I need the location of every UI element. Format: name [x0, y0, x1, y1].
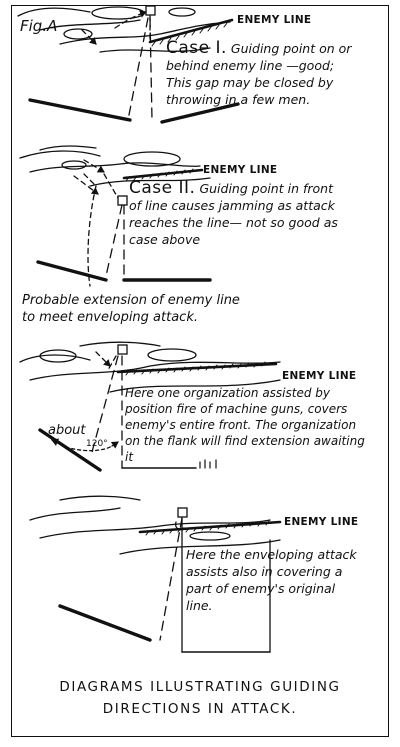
panel-3-text-line-1: Here one organization assisted by [125, 386, 331, 400]
panel-3-guiding-point [95, 344, 128, 371]
probable-extension-note: Probable extension of enemy line to meet… [22, 292, 240, 326]
panel-2-attack-lines [36, 204, 212, 282]
figure-label: Fig.A [20, 17, 58, 35]
panel-4-text-line-3: part of enemy's original [186, 581, 336, 596]
probable-extension-line-1: Probable extension of enemy line [22, 293, 240, 308]
panel-2-text-line-1: Guiding point in front [199, 181, 333, 196]
panel-2-note: Case II. Guiding point in front of line … [129, 180, 338, 248]
panel-2-text-line-2: of line causes jamming as attack [129, 198, 335, 213]
caption-line-1: DIAGRAMS ILLUSTRATING GUIDING [59, 679, 341, 695]
panel-3-text-line-5: it [125, 450, 134, 464]
panel-3-text-line-4: on the flank will find extension awaitin… [125, 434, 365, 448]
figure-caption: DIAGRAMS ILLUSTRATING GUIDING DIRECTIONS… [0, 676, 400, 720]
panel-4-text-line-4: line. [186, 598, 213, 613]
figure-frame [11, 5, 389, 737]
panel-2-text-line-4: case above [129, 232, 201, 247]
panel-4-enemy-line-label: ENEMY LINE [284, 516, 359, 528]
panel-1-enemy-line [148, 18, 234, 47]
panel-3-note: Here one organization assisted by positi… [125, 385, 365, 465]
panel-2-enemy-line-label: ENEMY LINE [203, 164, 278, 176]
about-label: about [48, 423, 86, 438]
panel-1-text-line-1: Guiding point on or [230, 41, 352, 56]
panel-3-enemy-line-label: ENEMY LINE [282, 370, 357, 382]
probable-extension-arrow [83, 173, 97, 287]
panel-4-text-line-1: Here the enveloping attack [186, 547, 357, 562]
panel-2-text-line-3: reaches the line— not so good as [129, 215, 338, 230]
panel-4-terrain [29, 495, 281, 555]
panel-3-text-line-3: enemy's entire front. The organization [125, 418, 357, 432]
panel-3-text-line-2: position fire of machine guns, covers [125, 402, 348, 416]
panel-2-enemy-line [122, 168, 204, 182]
panel-3-terrain [19, 341, 281, 393]
panel-2-terrain [19, 145, 211, 187]
panel-4-attack-lines [58, 517, 271, 653]
panel-2-case-label: Case II. [129, 178, 196, 198]
panel-4-text-line-2: assists also in covering a [186, 564, 343, 579]
panel-1-text-line-2: behind enemy line —good; [166, 58, 335, 73]
panel-3-enemy-line [116, 361, 278, 376]
caption-line-2: DIRECTIONS IN ATTACK. [102, 701, 298, 717]
panel-4-enemy-line [138, 520, 282, 536]
panel-2-guiding-point [73, 159, 128, 206]
panel-1-text-line-3: This gap may be closed by [166, 75, 334, 90]
panel-1-case-label: Case I. [166, 38, 227, 58]
angle-label: 120° [86, 439, 108, 449]
panel-1-note: Case I. Guiding point on or behind enemy… [166, 40, 351, 108]
panel-4-guiding-point [174, 507, 188, 531]
panel-1-text-line-4: throwing in a few men. [166, 92, 311, 107]
angle-arc [51, 438, 119, 452]
panel-1-enemy-line-label: ENEMY LINE [237, 14, 312, 26]
panel-4-note: Here the enveloping attack assists also … [186, 546, 357, 614]
probable-extension-line-2: to meet enveloping attack. [22, 310, 198, 325]
panel-1-attack-lines [28, 17, 240, 124]
panel-3-attack-lines [38, 355, 217, 472]
